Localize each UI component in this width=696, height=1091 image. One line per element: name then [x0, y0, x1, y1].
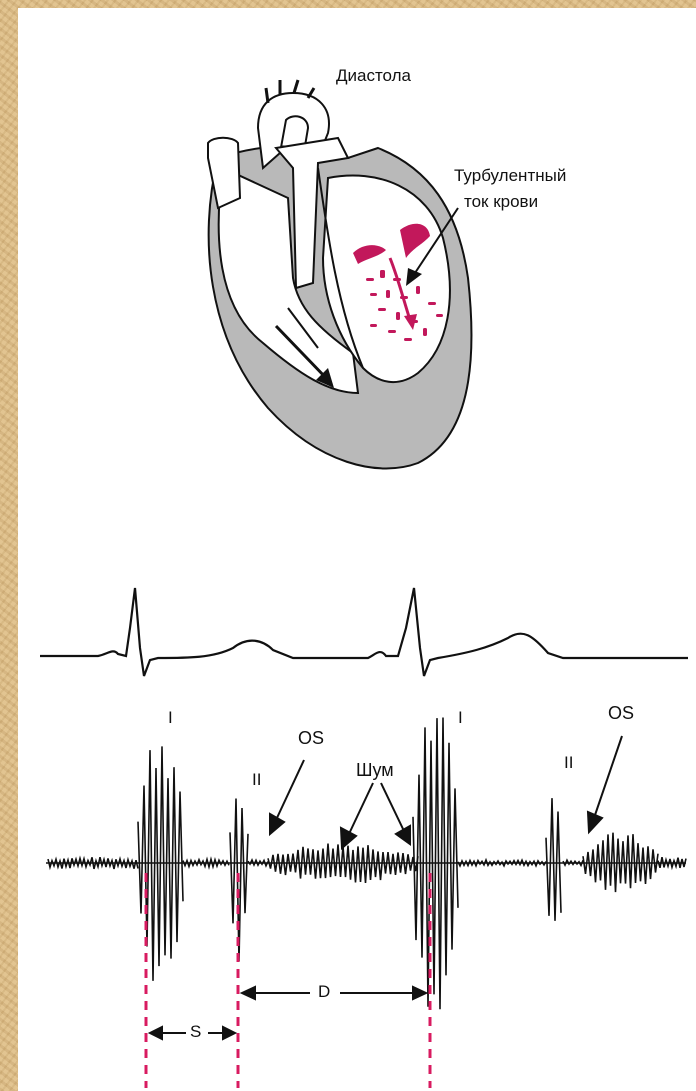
- s2-burst-second: [546, 798, 561, 921]
- label-s2-second: II: [564, 753, 573, 773]
- label-os-first: OS: [298, 728, 324, 749]
- s1-burst-second: [413, 718, 458, 1010]
- systolic-gap-second: [458, 860, 546, 866]
- label-os-second: OS: [608, 703, 634, 724]
- figure-panel: Диастола Турбулентный ток крови: [18, 8, 696, 1091]
- label-systole: S: [190, 1022, 201, 1042]
- ecg-trace: [40, 588, 688, 676]
- systolic-gap: [183, 859, 229, 867]
- label-murmur: Шум: [356, 760, 394, 781]
- label-diastole: D: [318, 982, 330, 1002]
- timing-markers: [146, 873, 430, 1088]
- label-s1-first: I: [168, 708, 173, 728]
- phonocardiogram-panel: [18, 8, 696, 1091]
- label-s2-first: II: [252, 770, 261, 790]
- label-s1-second: I: [458, 708, 463, 728]
